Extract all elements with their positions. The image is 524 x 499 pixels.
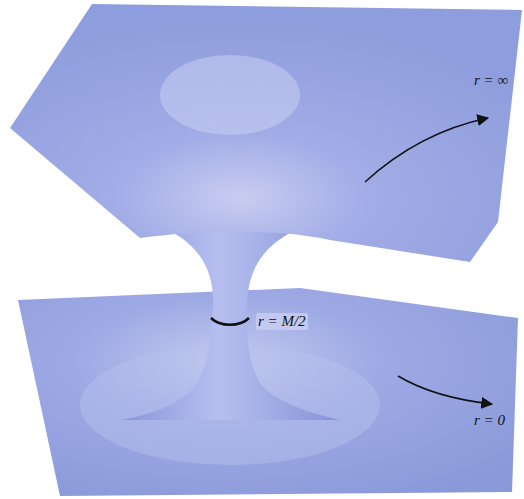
arrow-zero bbox=[398, 376, 492, 404]
coordinate-label: r = ∞ bbox=[474, 72, 508, 89]
throat-ring bbox=[211, 318, 249, 325]
coordinate-label: r = 0 bbox=[474, 412, 505, 429]
arrow-infinity bbox=[365, 118, 488, 182]
throat bbox=[120, 222, 340, 420]
upper-sheet bbox=[10, 4, 522, 262]
coordinate-label: r = M/2 bbox=[256, 313, 308, 330]
